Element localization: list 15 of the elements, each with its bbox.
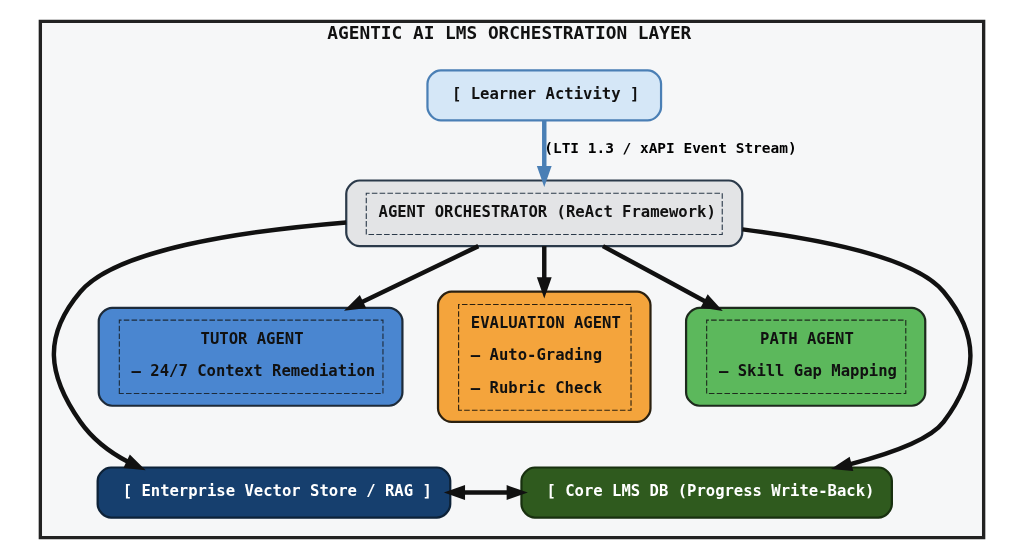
node-box: [ Enterprise Vector Store / RAG ] (96, 466, 452, 519)
node-box: [ Learner Activity ] (426, 69, 663, 122)
edge-label: (LTI 1.3 / xAPI Event Stream) (544, 140, 797, 157)
arrow (536, 246, 552, 299)
arrow (343, 244, 480, 311)
node-box: [ Core LMS DB (Progress Write-Back) (520, 466, 893, 519)
node-box: EVALUATION AGENT – Auto-Grading – Rubric Check (436, 290, 652, 423)
node-box: AGENT ORCHESTRATOR (ReAct Framework) (345, 179, 744, 248)
arrow (51, 220, 347, 471)
arrow (443, 485, 528, 500)
node-box: TUTOR AGENT – 24/7 Context Remediation (97, 306, 404, 407)
node-box: PATH AGENT – Skill Gap Mapping (685, 306, 927, 407)
arrow (536, 120, 552, 188)
arrow (601, 244, 723, 311)
arrow (742, 227, 973, 472)
